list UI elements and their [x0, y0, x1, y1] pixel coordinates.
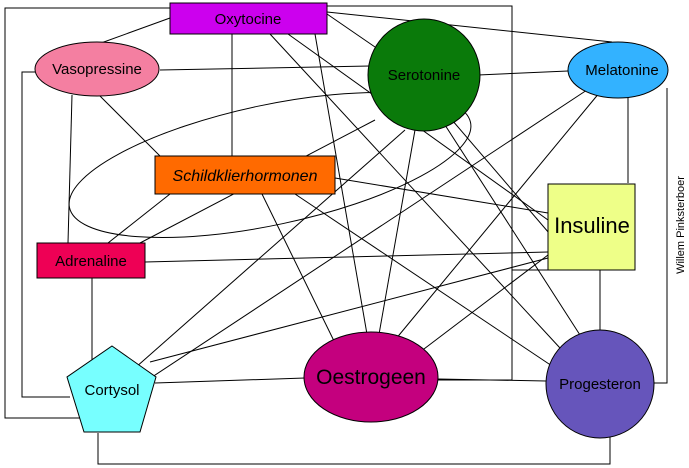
- edge-serotonine-oestrogeen: [377, 129, 416, 341]
- edge-insuline-oestrogeen: [419, 254, 549, 353]
- connection-lines: [4, 5, 668, 465]
- edge-schildklierhormonen-adrenaline: [107, 193, 171, 244]
- node-insuline: Insuline: [547, 183, 636, 271]
- node-schildklierhormonen-shape: [154, 155, 336, 195]
- node-melatonine-label: Melatonine: [585, 62, 658, 79]
- edge-schildklierhormonen-progesteron: [294, 193, 559, 371]
- node-cortysol: Cortysol: [66, 345, 157, 433]
- edge-schildklierhormonen-insuline: [334, 177, 549, 214]
- node-serotonine-label: Serotonine: [388, 67, 461, 84]
- node-oxytocine-shape: [169, 2, 328, 35]
- edge-oxytocine-serotonine: [326, 13, 376, 48]
- node-cortysol-label: Cortysol: [84, 382, 139, 399]
- edge-oxytocine-oestrogeen: [314, 33, 369, 341]
- edge-cortysol-progesteron-frame: [97, 433, 611, 465]
- edge-serotonine-insuline: [451, 119, 556, 241]
- edge-melatonine-cortysol: [139, 87, 591, 386]
- edge-vasopressine-adrenaline: [67, 94, 73, 244]
- node-melatonine-shape: [567, 41, 669, 99]
- edge-insuline-cortysol: [149, 257, 549, 363]
- node-melatonine: Melatonine: [567, 41, 669, 99]
- node-progesteron-label: Progesteron: [559, 376, 641, 393]
- node-oxytocine: Oxytocine: [169, 2, 328, 35]
- edge-melatonine-oestrogeen: [394, 91, 601, 341]
- node-insuline-shape: [547, 183, 636, 271]
- author-credit: Willem Pinksterboer: [675, 176, 687, 274]
- node-vasopressine-shape: [34, 41, 160, 97]
- node-serotonine: Serotonine: [367, 18, 481, 132]
- node-schildklierhormonen-label: Schildklierhormonen: [173, 168, 318, 185]
- edge-vasopressine-cortysol-frame: [21, 71, 70, 398]
- node-serotonine-shape: [367, 18, 481, 132]
- node-oxytocine-label: Oxytocine: [215, 11, 282, 28]
- edge-cortysol-oestrogeen: [154, 377, 306, 384]
- node-adrenaline-shape: [36, 242, 146, 279]
- edge-serotonine-loop: [68, 91, 472, 239]
- edge-melatonine-progesteron-frame: [654, 88, 668, 384]
- node-adrenaline-label: Adrenaline: [55, 253, 127, 270]
- edge-oestrogeen-progesteron: [437, 378, 547, 382]
- edge-serotonine-melatonine: [477, 70, 569, 76]
- node-vasopressine-label: Vasopressine: [52, 61, 142, 78]
- edge-insuline-adrenaline: [144, 251, 549, 263]
- node-adrenaline: Adrenaline: [36, 242, 146, 279]
- node-schildklierhormonen: Schildklierhormonen: [154, 155, 336, 195]
- node-oestrogeen-label: Oestrogeen: [316, 366, 426, 389]
- node-vasopressine: Vasopressine: [34, 41, 160, 97]
- edge-schildklierhormonen-oestrogeen: [261, 193, 336, 344]
- node-insuline-label: Insuline: [554, 213, 630, 238]
- node-progesteron: Progesteron: [545, 329, 655, 439]
- edge-serotonine-cortysol: [134, 129, 406, 369]
- edge-oxytocine-melatonine: [326, 11, 613, 43]
- node-progesteron-shape: [545, 329, 655, 439]
- edge-serotonine-progesteron: [444, 124, 581, 336]
- node-oestrogeen: Oestrogeen: [303, 331, 439, 423]
- edge-vasopressine-serotonine: [159, 65, 371, 71]
- edge-vasopressine-schildklierhormonen: [95, 91, 161, 157]
- node-cortysol-shape: [66, 345, 157, 433]
- node-oestrogeen-shape: [303, 331, 439, 423]
- edge-oxytocine-cortysol-frame: [4, 7, 170, 419]
